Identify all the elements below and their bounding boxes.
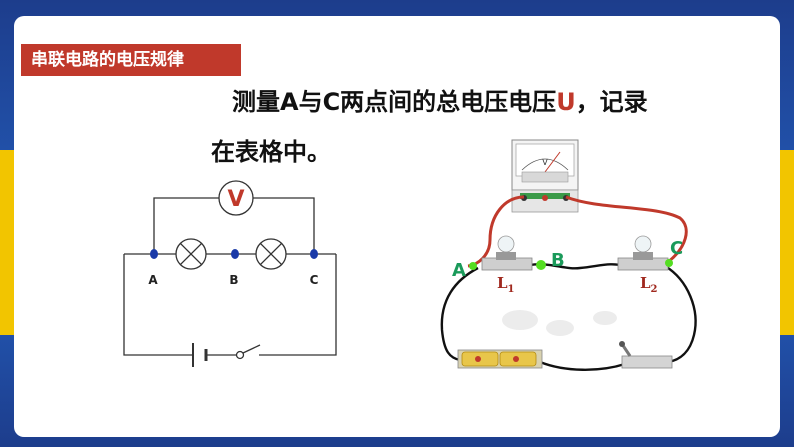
black-wire-middle <box>529 263 626 270</box>
voltage-symbol-u: U <box>556 88 576 116</box>
node-c-label: C <box>310 273 319 287</box>
point-a-green <box>469 262 477 270</box>
lamp-l2-device <box>617 235 669 271</box>
wire-right-loop <box>259 254 337 356</box>
meter-face-letter: V <box>542 158 548 167</box>
node-b-label: B <box>229 273 238 287</box>
apparatus-label-a: A <box>452 260 466 281</box>
wire-left-loop <box>123 254 193 356</box>
lamp-l1-device <box>481 235 533 271</box>
point-b-green <box>536 260 546 270</box>
switch-blade <box>242 344 261 354</box>
node-a-label: A <box>148 273 158 287</box>
lamp-l2-symbol <box>255 238 287 270</box>
black-wire-right <box>664 264 697 364</box>
black-wire-left <box>440 266 479 362</box>
meter-wire-right <box>253 197 315 254</box>
node-c-dot <box>310 249 318 259</box>
voltmeter-symbol <box>218 180 254 216</box>
node-a-dot <box>150 249 158 259</box>
apparatus-label-b: B <box>551 250 565 271</box>
black-wire-bottom <box>539 360 626 371</box>
knife-switch <box>619 341 673 369</box>
instruction-line-2: 在表格中。 <box>211 138 331 166</box>
node-b-dot <box>231 249 239 259</box>
meter-wire-left <box>153 197 219 254</box>
red-lead-left <box>467 195 525 268</box>
apparatus-label-c: C <box>670 238 683 259</box>
point-c-green <box>665 259 673 267</box>
lamp-l1-label: L1 <box>497 274 515 295</box>
voltmeter-device <box>511 139 579 213</box>
meter-v-label: V <box>227 187 244 212</box>
lamp-l1-symbol <box>175 238 207 270</box>
faint-background-marks <box>502 310 617 336</box>
section-title: 串联电路的电压规律 <box>21 44 241 76</box>
lamp-l2-label: L2 <box>640 274 658 295</box>
instruction-prefix: 测量A与C两点间的总电压电压 <box>232 88 557 116</box>
red-lead-right <box>565 195 688 264</box>
switch-pivot <box>235 350 245 360</box>
instruction-line-1: 测量A与C两点间的总电压电压U，记录 <box>232 82 648 117</box>
battery-pack <box>457 349 543 369</box>
instruction-suffix: ，记录 <box>575 88 648 116</box>
